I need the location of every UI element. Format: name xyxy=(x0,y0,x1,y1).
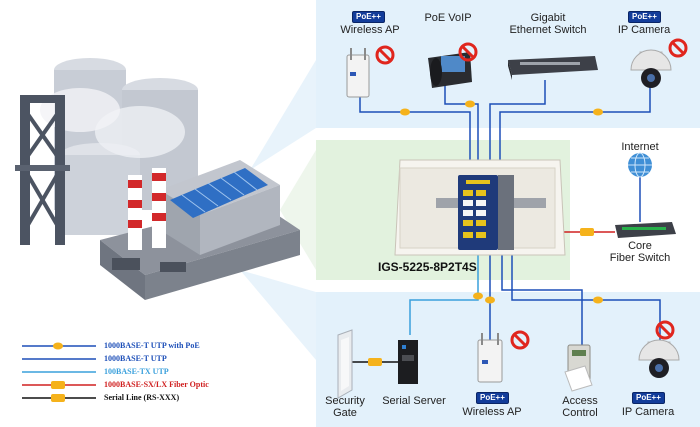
access-control-icon xyxy=(564,344,593,392)
ip-camera-icon xyxy=(630,49,672,88)
poe-badge-ip-camera: PoE++ xyxy=(628,11,661,23)
serial-server-icon xyxy=(398,340,418,384)
legend-100base: 100BASE-TX UTP xyxy=(104,367,169,376)
tag-rs xyxy=(368,358,382,366)
cable-tags xyxy=(368,100,603,366)
bottom-ip-camera-icon xyxy=(638,339,680,378)
globe-icon xyxy=(628,152,652,178)
tag-voip xyxy=(465,100,475,108)
panel-beam-top xyxy=(250,60,316,170)
poe-badge-wireless-ap: PoE++ xyxy=(352,11,385,23)
bottom-wireless-ap-icon xyxy=(477,333,503,383)
label-bottom-wireless-ap: Wireless AP xyxy=(462,406,522,418)
label-ip-camera: IP Camera xyxy=(617,24,671,36)
tag-bottom-ap xyxy=(485,296,495,304)
tag-fiber xyxy=(580,228,594,236)
label-poe-voip: PoE VoIP xyxy=(424,12,472,24)
model-name: IGS-5225-8P2T4S xyxy=(378,260,477,274)
label-core-line1: Core xyxy=(628,240,652,252)
legend-serial: Serial Line (RS-XXX) xyxy=(104,393,180,402)
wireless-ap-icon xyxy=(346,48,370,98)
panel-beam-bottom xyxy=(240,270,316,360)
tag-serial xyxy=(473,292,483,300)
label-bottom-ip-camera: IP Camera xyxy=(621,406,675,418)
voip-phone-icon xyxy=(428,52,472,88)
poe-badge-bottom-camera: PoE++ xyxy=(632,392,665,404)
label-wireless-ap: Wireless AP xyxy=(340,24,400,36)
tag-bottom-cam xyxy=(593,296,603,304)
label-access-line2: Control xyxy=(562,407,598,419)
legend-lines xyxy=(22,342,96,402)
label-switch-line2: Ethernet Switch xyxy=(509,24,587,36)
industrial-switch-device xyxy=(458,175,514,250)
legend-utp: 1000BASE-T UTP xyxy=(104,354,167,363)
factory-illustration xyxy=(15,58,300,300)
label-internet: Internet xyxy=(621,141,659,153)
security-gate-icon xyxy=(337,329,353,399)
label-gate-line2: Gate xyxy=(333,407,357,419)
label-access-line1: Access xyxy=(562,395,598,407)
label-switch-line1: Gigabit xyxy=(530,12,566,24)
core-switch-icon xyxy=(615,222,676,238)
tag-cam xyxy=(593,108,603,116)
label-core-line2: Fiber Switch xyxy=(609,252,671,264)
legend-fiber: 1000BASE-SX/LX Fiber Optic xyxy=(104,380,209,389)
label-gate-line1: Security xyxy=(325,395,365,407)
tag-ap xyxy=(400,108,410,116)
poe-badge-bottom-ap: PoE++ xyxy=(476,392,509,404)
legend-utp-poe: 1000BASE-T UTP with PoE xyxy=(104,341,200,350)
no-power-icon xyxy=(375,38,688,350)
panel-beam-center xyxy=(280,150,316,270)
label-serial-server: Serial Server xyxy=(382,395,446,407)
ethernet-switch-icon xyxy=(508,56,598,80)
